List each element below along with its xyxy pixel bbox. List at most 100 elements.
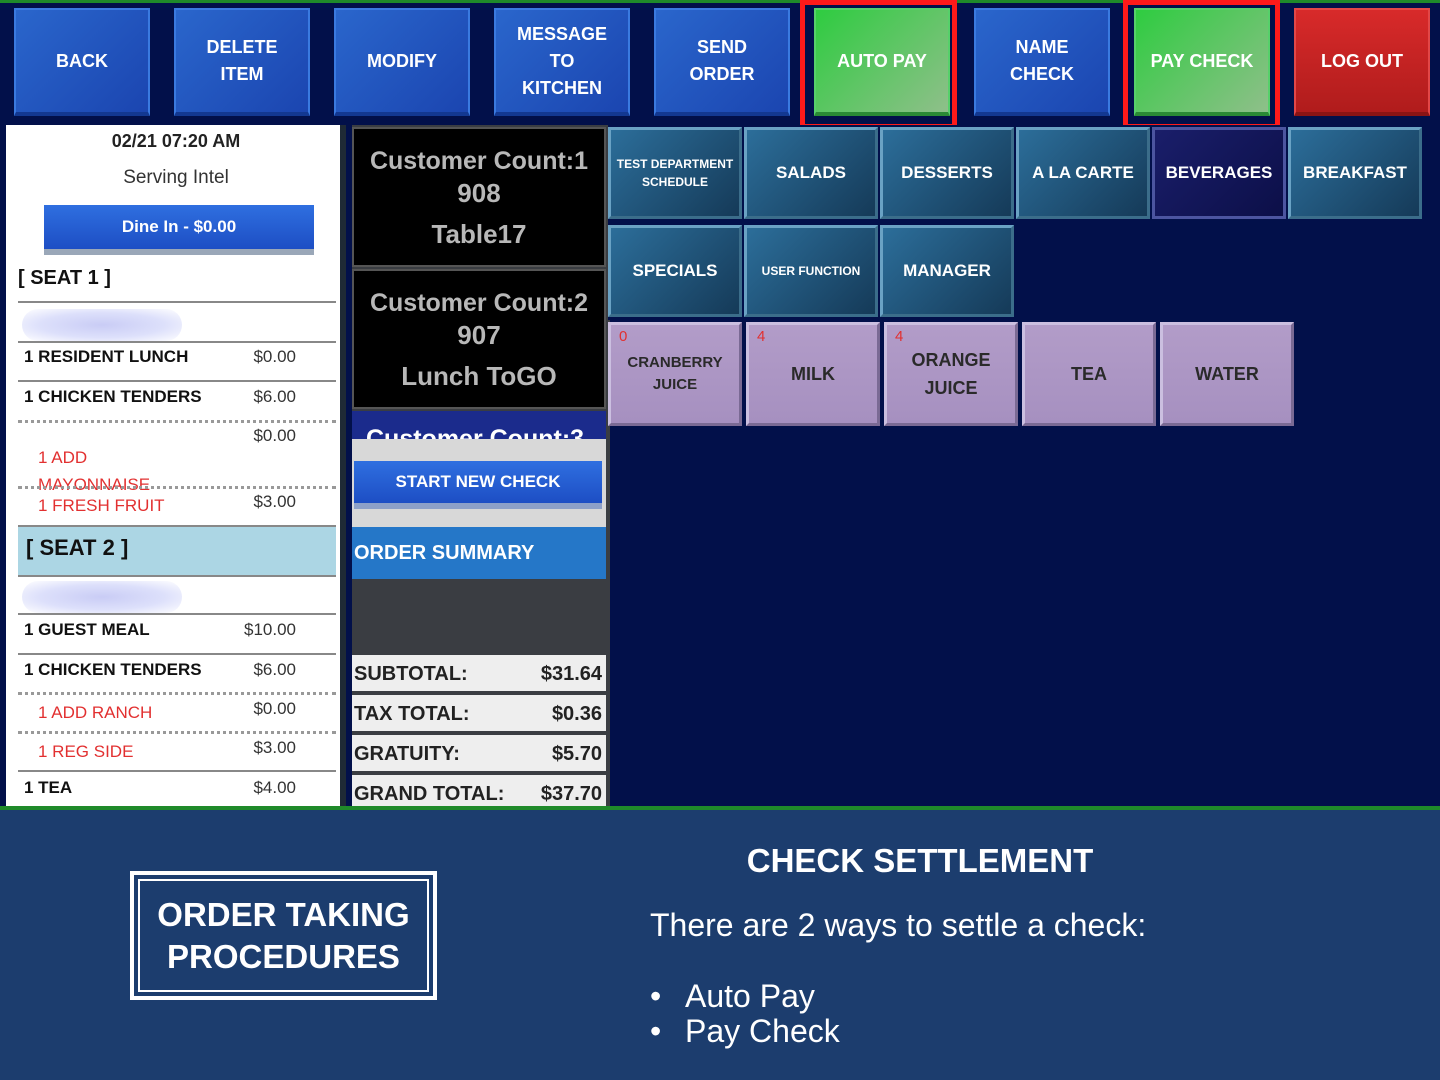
item-label: ORANGE JUICE: [911, 350, 991, 398]
category-a-la-carte[interactable]: A LA CARTE: [1016, 127, 1150, 219]
category-beverages[interactable]: BEVERAGES: [1152, 127, 1286, 219]
guest-name-redacted: [22, 309, 182, 341]
modifier-name: 1 ADD RANCH: [38, 703, 153, 722]
log-out-button[interactable]: LOG OUT: [1294, 8, 1430, 116]
modifier-name: 1 FRESH FRUIT: [38, 496, 165, 515]
ticket-line-item[interactable]: 1 CHICKEN TENDERS $6.00: [18, 387, 336, 417]
check-card-1[interactable]: Customer Count:1 908 Table17: [352, 127, 606, 267]
divider: [18, 301, 336, 303]
pay-check-highlight: [1123, 0, 1280, 129]
pay-check-button[interactable]: PAY CHECK: [1134, 8, 1270, 116]
check-card-3[interactable]: Customer Count:3: [352, 411, 606, 439]
ticket-datetime: 02/21 07:20 AM: [111, 131, 241, 151]
ticket-modifier[interactable]: 1 ADD MAYONNAISE $0.00: [18, 424, 336, 494]
start-check-area: START NEW CHECK: [352, 439, 606, 527]
divider: [18, 575, 336, 577]
modifier-name: 1 REG SIDE: [38, 742, 134, 761]
total-value: $5.70: [551, 743, 602, 765]
item-milk[interactable]: 4 MILK: [746, 322, 880, 426]
ticket-line-item[interactable]: 1 RESIDENT LUNCH $0.00: [18, 347, 336, 377]
seat-1-header[interactable]: [ SEAT 1 ]: [18, 267, 111, 289]
bullet-text: Pay Check: [685, 1013, 840, 1049]
category-user-function[interactable]: USER FUNCTION: [744, 225, 878, 317]
item-price: $3.00: [253, 738, 296, 757]
seat-2-header[interactable]: [ SEAT 2 ]: [18, 527, 336, 575]
delete-item-button[interactable]: DELETE ITEM: [174, 8, 310, 116]
total-label: SUBTOTAL:: [354, 663, 468, 685]
item-name: 1 GUEST MEAL: [24, 620, 150, 639]
item-count: 4: [757, 328, 766, 345]
total-value: $0.36: [551, 703, 602, 725]
divider: [18, 525, 336, 527]
item-cranberry-juice[interactable]: 0 CRANBERRY JUICE: [608, 322, 742, 426]
slide-title-box: ORDER TAKING PROCEDURES: [130, 871, 437, 1000]
slide-intro: There are 2 ways to settle a check:: [650, 907, 1147, 943]
divider: [18, 613, 336, 615]
name-check-button[interactable]: NAME CHECK: [974, 8, 1110, 116]
divider: [18, 692, 336, 695]
back-button[interactable]: BACK: [14, 8, 150, 116]
bullet-icon: •: [650, 1013, 662, 1049]
item-name: 1 CHICKEN TENDERS: [24, 387, 202, 406]
bullet-icon: •: [650, 978, 662, 1014]
check-number: 907: [457, 320, 501, 350]
bullet-text: Auto Pay: [685, 978, 815, 1014]
item-price: $6.00: [253, 387, 296, 406]
item-label: CRANBERRY JUICE: [627, 354, 723, 393]
auto-pay-button[interactable]: AUTO PAY: [814, 8, 950, 116]
category-test-department-schedule[interactable]: TEST DEPARTMENT SCHEDULE: [608, 127, 742, 219]
item-price: $4.00: [253, 778, 296, 797]
check-table: Lunch ToGO: [401, 361, 557, 391]
send-order-button[interactable]: SEND ORDER: [654, 8, 790, 116]
slide-title: ORDER TAKING PROCEDURES: [138, 879, 429, 992]
item-water[interactable]: WATER: [1160, 322, 1294, 426]
item-count: 4: [895, 328, 904, 345]
category-desserts[interactable]: DESSERTS: [880, 127, 1014, 219]
item-price: $0.00: [253, 347, 296, 366]
ticket-line-item[interactable]: 1 CHICKEN TENDERS $6.00: [18, 660, 336, 690]
total-label: GRATUITY:: [354, 743, 460, 765]
divider: [18, 731, 336, 734]
pos-screen: BACK DELETE ITEM MODIFY MESSAGE TO KITCH…: [0, 0, 1440, 810]
category-specials[interactable]: SPECIALS: [608, 225, 742, 317]
item-label: WATER: [1195, 364, 1259, 384]
check-card-2[interactable]: Customer Count:2 907 Lunch ToGO: [352, 269, 606, 409]
slide-heading: CHECK SETTLEMENT: [746, 842, 1094, 879]
dine-in-button[interactable]: Dine In - $0.00: [44, 205, 314, 255]
modifier-text: 1 ADD MAYONNAISE: [38, 448, 151, 494]
pos-bottom-border: [0, 806, 1440, 810]
subtotal-row: SUBTOTAL: $31.64: [352, 653, 606, 691]
category-manager[interactable]: MANAGER: [880, 225, 1014, 317]
total-label: TAX TOTAL:: [354, 703, 470, 725]
order-summary-tab[interactable]: ORDER SUMMARY: [352, 527, 606, 579]
divider: [18, 420, 336, 423]
item-price: $6.00: [253, 660, 296, 679]
modify-button[interactable]: MODIFY: [334, 8, 470, 116]
item-label: MILK: [791, 364, 835, 384]
modifier-name: 1 ADD MAYONNAISE: [38, 444, 150, 498]
category-breakfast[interactable]: BREAKFAST: [1288, 127, 1422, 219]
category-salads[interactable]: SALADS: [744, 127, 878, 219]
item-price: $0.00: [253, 699, 296, 718]
start-new-check-button[interactable]: START NEW CHECK: [354, 461, 602, 509]
ticket-modifier[interactable]: 1 FRESH FRUIT $3.00: [18, 492, 336, 522]
guest-name-redacted: [22, 581, 182, 613]
check-table: Table17: [431, 219, 527, 249]
divider: [18, 770, 336, 772]
total-label: GRAND TOTAL:: [354, 783, 505, 805]
auto-pay-highlight: [800, 0, 957, 129]
item-orange-juice[interactable]: 4 ORANGE JUICE: [884, 322, 1018, 426]
message-kitchen-button[interactable]: MESSAGE TO KITCHEN: [494, 8, 630, 116]
item-price: $10.00: [244, 620, 296, 639]
ticket-line-item[interactable]: 1 GUEST MEAL $10.00: [18, 620, 336, 650]
item-name: 1 CHICKEN TENDERS: [24, 660, 202, 679]
item-price: $0.00: [253, 426, 296, 445]
ticket-modifier[interactable]: 1 ADD RANCH $0.00: [18, 699, 336, 729]
divider: [18, 653, 336, 655]
customer-count: Customer Count:1: [369, 147, 589, 175]
item-price: $3.00: [253, 492, 296, 511]
ticket-modifier[interactable]: 1 REG SIDE $3.00: [18, 738, 336, 768]
ticket-line-item[interactable]: 1 TEA $4.00: [18, 778, 336, 806]
item-tea[interactable]: TEA: [1022, 322, 1156, 426]
tax-total-row: TAX TOTAL: $0.36: [352, 693, 606, 731]
